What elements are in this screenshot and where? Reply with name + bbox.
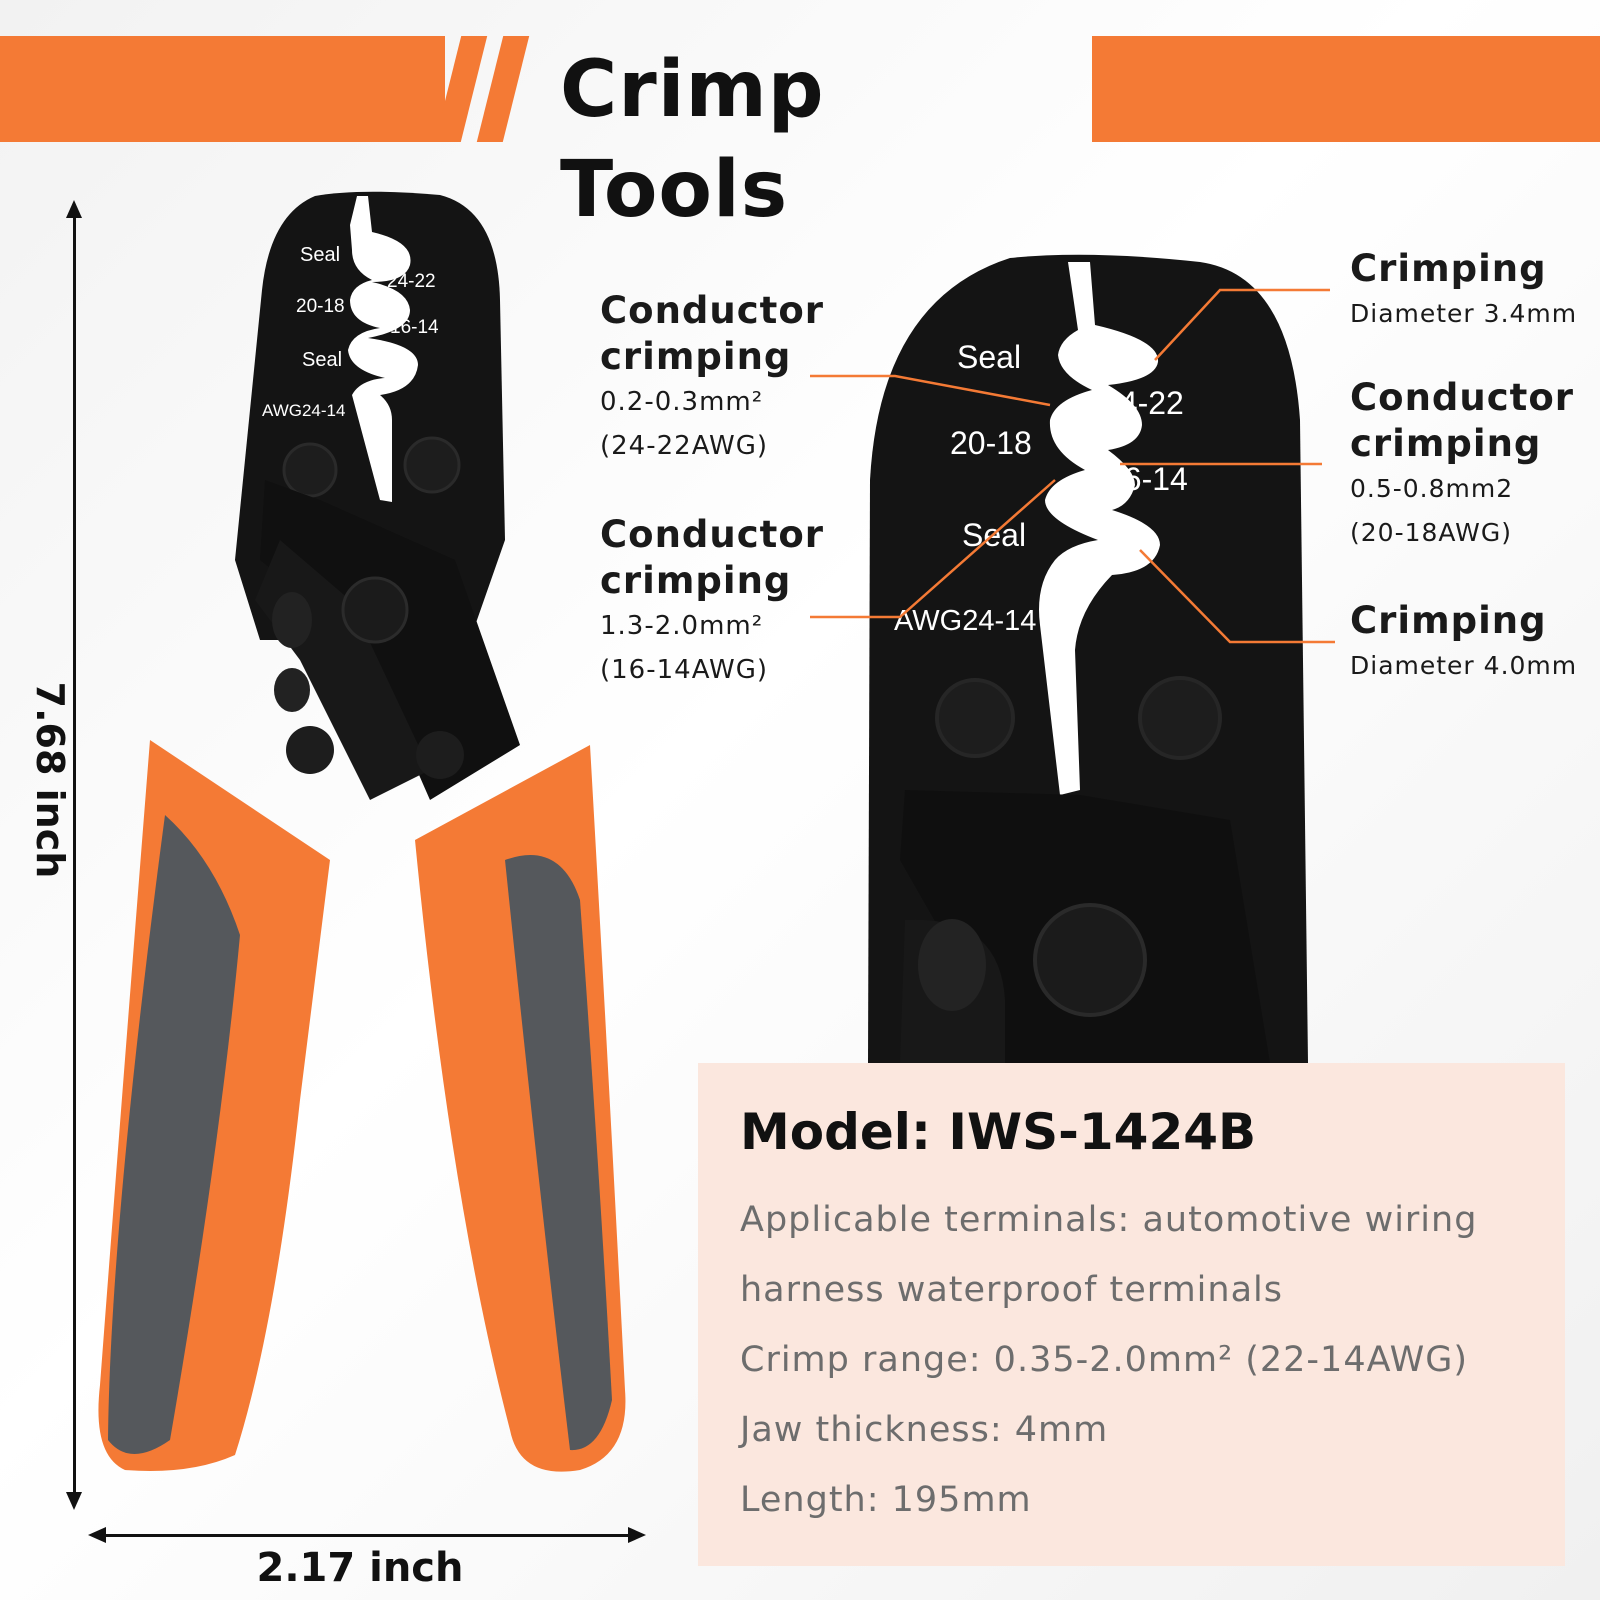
- annotation-value: 0.5-0.8mm2: [1350, 474, 1514, 503]
- large-jaw-label-24-22: 24-22: [1102, 385, 1184, 421]
- width-dimension-line: [98, 1534, 638, 1537]
- height-dimension-label: 7.68 inch: [28, 681, 72, 879]
- annotation-value: Diameter 3.4mm: [1350, 299, 1578, 328]
- small-jaw-label-awg: AWG24-14: [262, 401, 345, 420]
- spec-terminals-line-2: harness waterproof terminals: [740, 1270, 1283, 1310]
- annotation-value: (20-18AWG): [1350, 518, 1512, 547]
- spec-length: Length: 195mm: [740, 1480, 1032, 1520]
- annotation-title: Conductor: [600, 289, 825, 332]
- height-dimension-line: [73, 210, 76, 1500]
- leader-line-crimping-right-1: [1154, 288, 1330, 361]
- width-arrow-right-icon: [628, 1527, 646, 1543]
- annotation-title: Crimping: [1350, 247, 1547, 290]
- large-jaw-label-16-14: 16-14: [1106, 461, 1188, 497]
- large-jaw-label-20-18: 20-18: [950, 425, 1032, 461]
- small-jaw-label-seal-1: Seal: [300, 244, 340, 266]
- page-title: Crimp Tools: [560, 45, 825, 235]
- spec-jaw-thickness: Jaw thickness: 4mm: [740, 1410, 1109, 1450]
- header-band-left: [0, 36, 445, 142]
- large-jaw-label-awg: AWG24-14: [894, 605, 1036, 637]
- annotation-title: crimping: [600, 559, 792, 602]
- width-arrow-left-icon: [88, 1527, 106, 1543]
- annotation-conductor-left-2: Conductor crimping 1.3-2.0mm² (16-14AWG): [600, 512, 824, 692]
- small-crimp-tool: Seal 24-22 20-18 16-14 Seal AWG24-14: [98, 191, 626, 1472]
- height-arrow-down-icon: [66, 1492, 82, 1510]
- small-jaw-label-16-14: 16-14: [390, 317, 439, 338]
- annotation-value: (16-14AWG): [600, 655, 769, 685]
- annotation-title: crimping: [1350, 422, 1542, 465]
- annotation-crimping-right-1: Crimping Diameter 3.4mm: [1350, 246, 1577, 336]
- annotation-title: crimping: [600, 335, 792, 378]
- annotation-value: Diameter 4.0mm: [1350, 651, 1578, 680]
- annotation-value: 1.3-2.0mm²: [600, 611, 764, 641]
- spec-terminals-line-1: Applicable terminals: automotive wiring: [740, 1200, 1478, 1240]
- spec-panel: [698, 1063, 1565, 1566]
- annotation-conductor-right: Conductor crimping 0.5-0.8mm2 (20-18AWG): [1350, 375, 1574, 555]
- width-dimension-label: 2.17 inch: [256, 1545, 464, 1591]
- height-arrow-up-icon: [66, 200, 82, 218]
- small-jaw-label-24-22: 24-22: [387, 271, 436, 292]
- header-band-right: [1092, 36, 1600, 142]
- leader-line-conductor-left-2: [810, 479, 1056, 619]
- small-jaw-label-seal-2: Seal: [302, 349, 342, 371]
- leader-line-conductor-left-1: [810, 374, 1051, 407]
- model-heading: Model: IWS-1424B: [740, 1103, 1257, 1161]
- annotation-value: 0.2-0.3mm²: [600, 387, 764, 417]
- leader-line-crimping-right-2: [1139, 549, 1335, 644]
- spec-crimp-range: Crimp range: 0.35-2.0mm² (22-14AWG): [740, 1340, 1469, 1380]
- annotation-title: Conductor: [1350, 376, 1575, 419]
- leader-lines: [810, 288, 1335, 644]
- large-jaw-label-seal-1: Seal: [957, 339, 1021, 375]
- jaw-closeup: Seal 24-22 20-18 16-14 Seal AWG24-14: [868, 254, 1308, 1064]
- annotation-value: (24-22AWG): [600, 431, 769, 461]
- annotation-conductor-left-1: Conductor crimping 0.2-0.3mm² (24-22AWG): [600, 288, 824, 468]
- annotation-title: Conductor: [600, 513, 825, 556]
- annotation-title: Crimping: [1350, 599, 1547, 642]
- small-jaw-label-20-18: 20-18: [296, 296, 345, 317]
- annotation-crimping-right-2: Crimping Diameter 4.0mm: [1350, 598, 1577, 688]
